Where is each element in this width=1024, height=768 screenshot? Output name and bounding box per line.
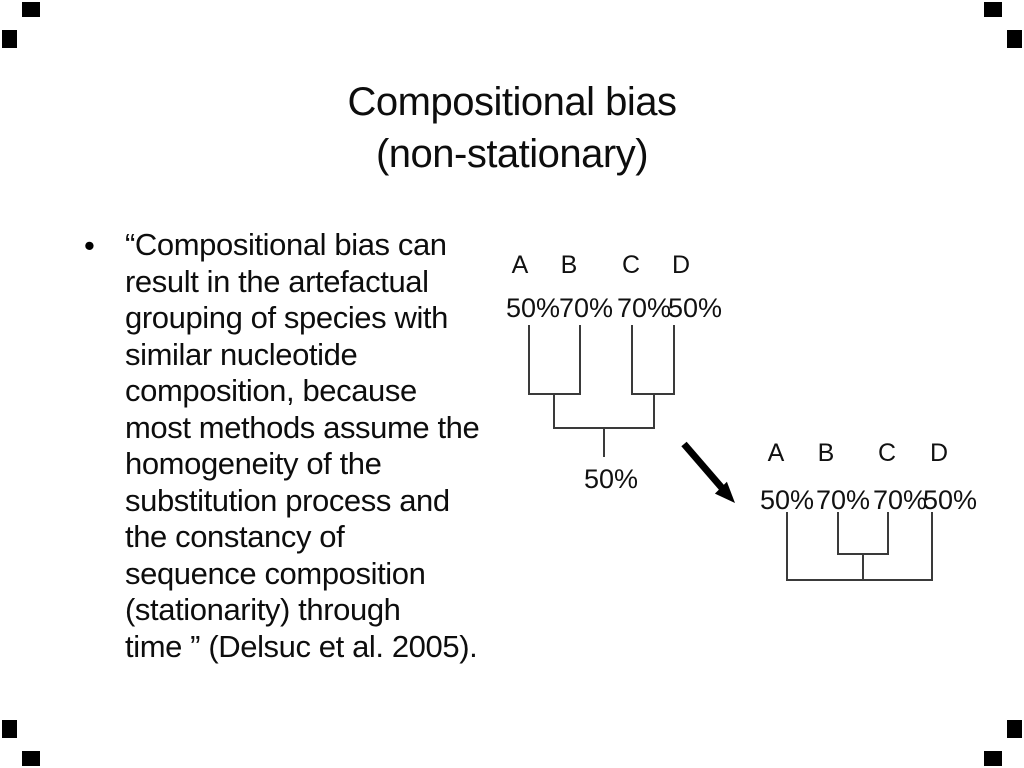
tree-artefactual-freq-c: 70%: [872, 485, 928, 515]
bullet-marker: •: [84, 228, 95, 263]
tree-artefactual-root-bar: [786, 579, 933, 581]
tree-artefactual-branch-c: [887, 512, 889, 553]
tree-original-taxon-a: A: [511, 251, 529, 279]
corner-mark-bottom-left-horizontal: [22, 751, 40, 766]
tree-original-freq-a: 50%: [505, 293, 561, 323]
tree-original-taxon-b: B: [560, 251, 578, 279]
tree-original-branch-d: [673, 325, 675, 393]
tree-artefactual-freq-d: 50%: [922, 485, 978, 515]
slide-title-line1: Compositional bias: [347, 80, 677, 124]
arrow-icon: [681, 441, 735, 503]
tree-original-taxon-c: C: [621, 251, 641, 279]
slide-title-line2: (non-stationary): [375, 132, 649, 176]
tree-artefactual-taxon-b: B: [817, 439, 835, 467]
tree-artefactual-taxon-a: A: [767, 439, 785, 467]
corner-mark-bottom-right-horizontal: [984, 751, 1002, 766]
corner-mark-top-left-horizontal: [22, 2, 40, 17]
tree-artefactual: A B C D 50% 70% 70% 50%: [760, 438, 1000, 588]
tree-artefactual-branch-d: [931, 512, 933, 579]
tree-artefactual-freq-a: 50%: [759, 485, 815, 515]
tree-original-clade-cd-stem: [653, 393, 655, 427]
tree-original-clade-cd-bar: [631, 393, 675, 395]
slide-title: Compositional bias (non-stationary): [0, 76, 1024, 180]
tree-original-freq-d: 50%: [667, 293, 723, 323]
tree-artefactual-freq-b: 70%: [815, 485, 871, 515]
tree-artefactual-branch-b: [837, 512, 839, 553]
corner-mark-bottom-left-vertical: [2, 720, 17, 738]
tree-original-freq-b: 70%: [558, 293, 614, 323]
tree-artefactual-clade-bc-stem: [862, 553, 864, 579]
tree-original: A B C D 50% 70% 70% 50% 50%: [490, 250, 730, 500]
tree-original-branch-b: [579, 325, 581, 393]
tree-original-clade-ab-stem: [553, 393, 555, 427]
tree-artefactual-taxon-c: C: [877, 439, 897, 467]
tree-artefactual-taxon-d: D: [929, 439, 949, 467]
tree-original-root-support: 50%: [583, 464, 639, 494]
corner-mark-top-left-vertical: [2, 30, 17, 48]
tree-original-taxon-d: D: [671, 251, 691, 279]
corner-mark-top-right-horizontal: [984, 2, 1002, 17]
tree-original-branch-c: [631, 325, 633, 393]
corner-mark-bottom-right-vertical: [1007, 720, 1022, 738]
tree-original-branch-a: [528, 325, 530, 393]
tree-artefactual-branch-a: [786, 512, 788, 579]
quote-text: “Compositional bias can result in the ar…: [125, 227, 480, 664]
tree-original-root-stem: [603, 427, 605, 457]
corner-mark-top-right-vertical: [1007, 30, 1022, 48]
tree-original-freq-c: 70%: [616, 293, 672, 323]
